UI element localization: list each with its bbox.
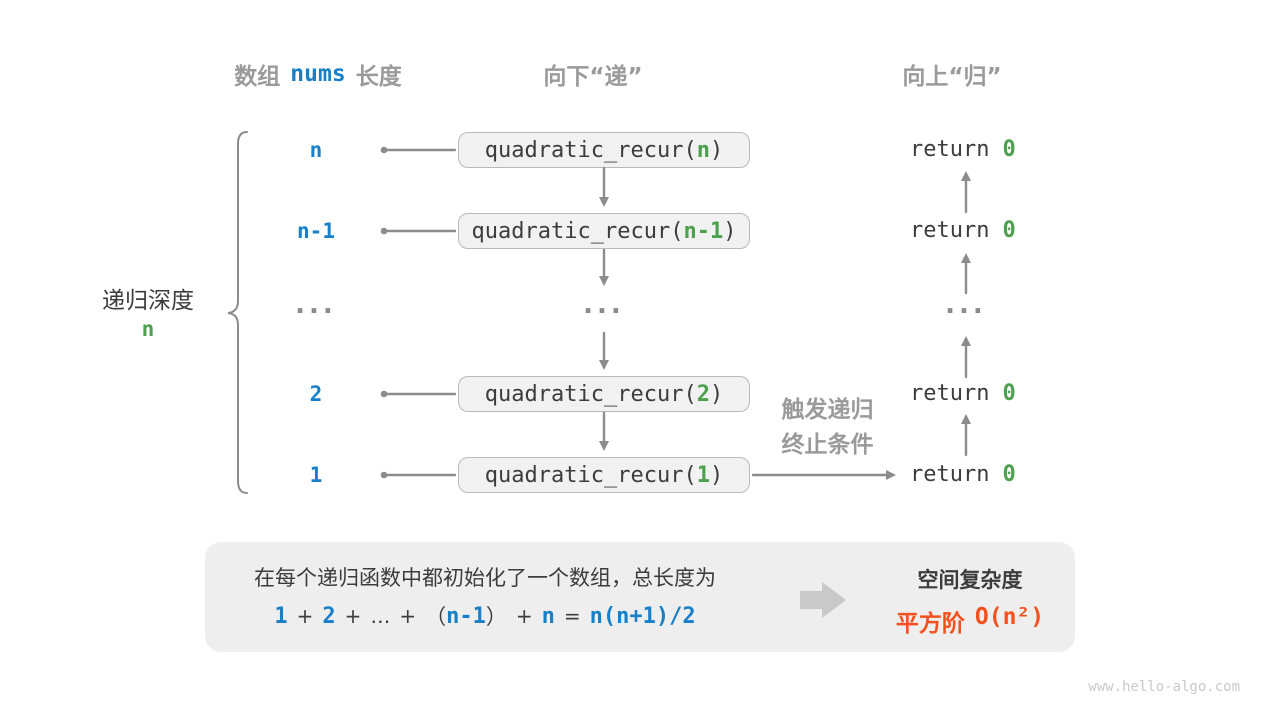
- depth-label-1: 1: [309, 463, 323, 487]
- space-complexity-value: 平方阶 O(n²): [850, 604, 1090, 638]
- column-header-array-length: 数组 nums 长度: [198, 59, 438, 90]
- call-ellipsis: ...: [583, 290, 625, 320]
- formula-ellipsis: …: [370, 604, 391, 628]
- formula-rparen: ）: [485, 605, 507, 629]
- formula-plus: +: [399, 604, 417, 628]
- space-complexity-title: 空间复杂度: [917, 568, 1023, 592]
- call-arg: 1: [696, 462, 710, 488]
- call-prefix: quadratic_recur(: [484, 381, 697, 407]
- formula-plus: +: [515, 604, 533, 628]
- formula-paren-group: （n-1）: [425, 601, 507, 631]
- return-value: 0: [1002, 462, 1016, 487]
- call-suffix: ): [723, 218, 737, 244]
- summary-panel: 在每个递归函数中都初始化了一个数组，总长度为 1 + 2 + … + （n-1）…: [205, 542, 1075, 652]
- formula-plus: +: [296, 604, 314, 628]
- call-suffix: ): [709, 137, 724, 163]
- array-label-suffix: 长度: [355, 64, 402, 90]
- formula-term-1: 1: [274, 603, 288, 629]
- column-header-descend: 向下“递”: [543, 64, 643, 90]
- complexity-big-o: O(n²): [974, 604, 1045, 630]
- watermark: www.hello-algo.com: [1088, 679, 1240, 695]
- return-statement-2: return 0: [910, 380, 1080, 408]
- connector-dot: [380, 227, 388, 235]
- call-arg: n: [696, 137, 710, 163]
- return-statement-n: return 0: [910, 136, 1080, 164]
- recursion-depth-label: 递归深度: [102, 288, 194, 314]
- call-box-1: quadratic_recur(1): [458, 457, 750, 493]
- call-arg: 2: [696, 381, 710, 407]
- complexity-order-label: 平方阶: [895, 611, 965, 637]
- recursion-depth-value: n: [141, 317, 155, 341]
- depth-label-n-1: n-1: [297, 219, 335, 243]
- formula-term-n: n: [541, 603, 555, 629]
- formula-equals: =: [563, 604, 581, 628]
- call-box-n-1: quadratic_recur(n-1): [458, 213, 750, 249]
- return-statement-1: return 0: [910, 461, 1080, 489]
- call-box-n: quadratic_recur(n): [458, 132, 750, 168]
- call-prefix: quadratic_recur(: [484, 137, 697, 163]
- formula-result: n(n+1)/2: [589, 603, 696, 629]
- connector-dots: [380, 146, 388, 479]
- total-length-formula: 1 + 2 + … + （n-1） + n = n(n+1)/2: [210, 601, 760, 631]
- call-prefix: quadratic_recur(: [471, 218, 684, 244]
- formula-plus: +: [344, 604, 362, 628]
- return-value: 0: [1002, 137, 1016, 162]
- return-statement-n-1: return 0: [910, 217, 1080, 245]
- call-arg: n-1: [683, 218, 724, 244]
- return-keyword: return: [910, 218, 990, 243]
- connector-dot: [380, 146, 388, 154]
- termination-note-line1: 触发递归: [781, 397, 874, 423]
- formula-term-2: 2: [322, 603, 336, 629]
- termination-note-line2: 终止条件: [781, 432, 874, 458]
- array-code-nums: nums: [290, 61, 346, 87]
- formula-lparen: （: [425, 605, 447, 629]
- call-suffix: ): [709, 381, 724, 407]
- depth-label-2: 2: [309, 382, 323, 406]
- return-keyword: return: [910, 381, 990, 406]
- return-ellipsis: ...: [945, 290, 987, 320]
- array-label-prefix: 数组: [234, 64, 281, 90]
- depth-brace: [227, 131, 248, 494]
- call-prefix: quadratic_recur(: [484, 462, 697, 488]
- call-box-2: quadratic_recur(2): [458, 376, 750, 412]
- depth-ellipsis: ...: [295, 290, 337, 320]
- call-suffix: ): [709, 462, 724, 488]
- return-keyword: return: [910, 462, 990, 487]
- connector-dot: [380, 471, 388, 479]
- return-keyword: return: [910, 137, 990, 162]
- formula-term-n-1: n-1: [446, 603, 486, 629]
- return-value: 0: [1002, 381, 1016, 406]
- termination-note: 触发递归 终止条件: [745, 393, 910, 463]
- return-value: 0: [1002, 218, 1016, 243]
- summary-description: 在每个递归函数中都初始化了一个数组，总长度为: [254, 566, 716, 590]
- depth-label-n: n: [309, 138, 323, 162]
- column-header-ascend: 向上“归”: [902, 64, 1002, 90]
- connector-dot: [380, 390, 388, 398]
